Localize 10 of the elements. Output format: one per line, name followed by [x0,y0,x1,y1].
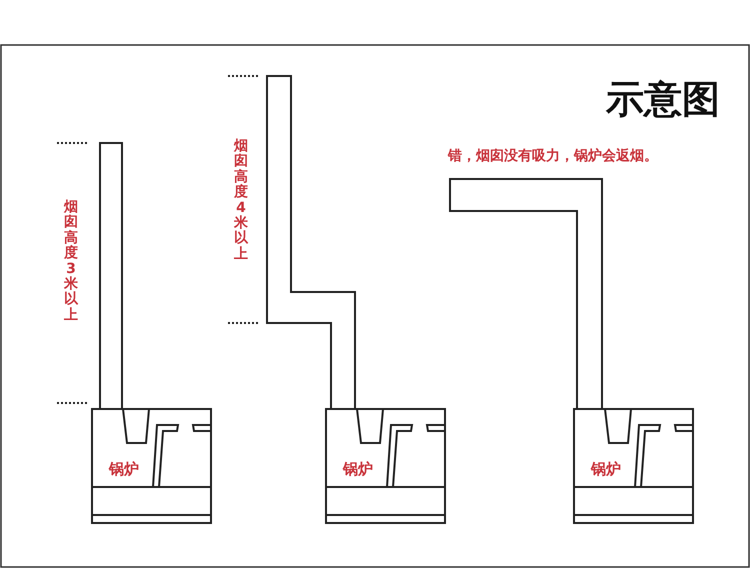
boiler-label: 锅炉 [343,460,373,479]
height-note: 烟囱高度3米以上 [64,200,78,324]
boiler-label: 锅炉 [591,460,621,479]
boiler [325,408,446,524]
diagram-title: 示意图 [606,76,720,123]
boiler [91,408,212,524]
boiler [573,408,694,524]
warning-note: 错，烟囱没有吸力，锅炉会返烟。 [448,147,658,165]
height-note: 烟囱高度4米以上 [234,139,248,262]
boiler-label: 锅炉 [109,460,139,479]
